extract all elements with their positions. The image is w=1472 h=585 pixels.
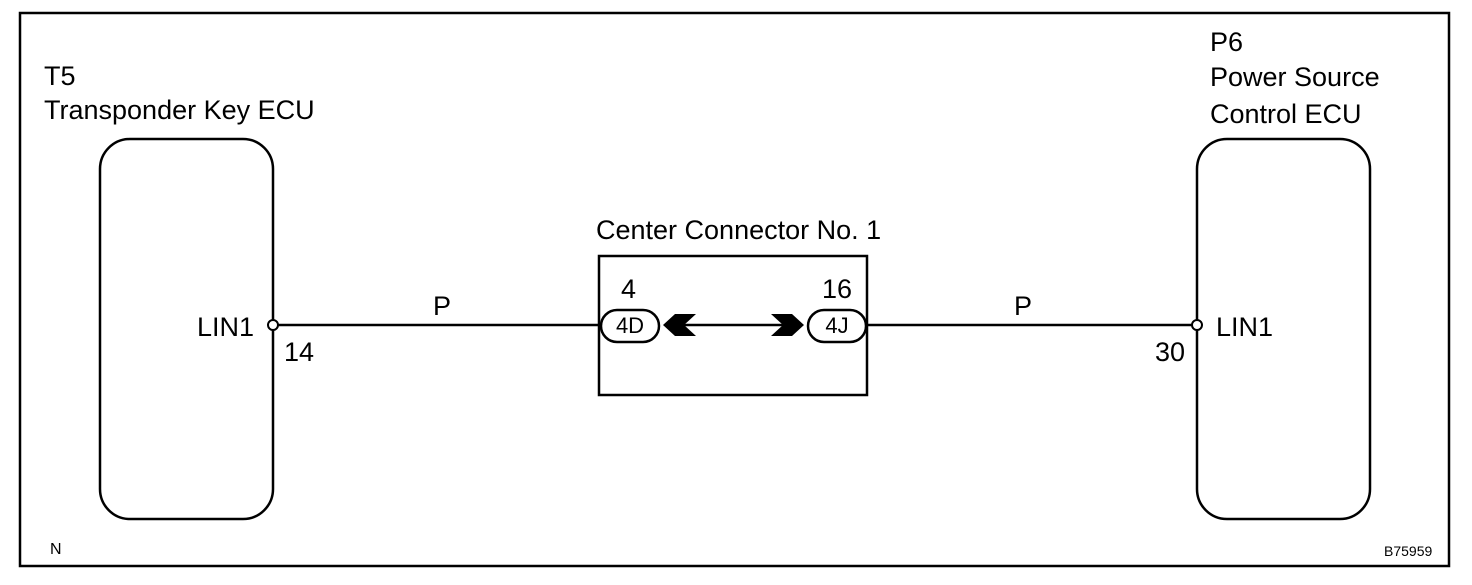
junction-4j-label: 4J (825, 313, 849, 338)
connector-title: Center Connector No. 1 (596, 215, 882, 245)
connector-right-pin: 16 (822, 274, 853, 304)
junction-4d-label: 4D (615, 313, 645, 338)
wire-right-color: P (1014, 291, 1033, 321)
diagram-frame (18, 11, 1451, 568)
wire-left-color: P (433, 291, 452, 321)
right-pin-number: 30 (1155, 337, 1186, 367)
right-ecu-code: P6 (1210, 27, 1244, 57)
right-ecu-name-line2: Control ECU (1210, 99, 1362, 129)
connector-left-pin: 4 (621, 274, 637, 304)
right-terminal-name: LIN1 (1216, 312, 1274, 342)
left-connector-arrow-icon (663, 314, 696, 336)
right-ecu-name-line1: Power Source (1210, 62, 1380, 92)
figure-id: B75959 (1384, 543, 1433, 559)
right-terminal-icon (1191, 319, 1203, 331)
left-terminal-name: LIN1 (197, 312, 255, 342)
footer-left-mark: N (50, 541, 62, 558)
left-ecu-name: Transponder Key ECU (44, 95, 315, 125)
left-ecu-code: T5 (44, 61, 76, 91)
left-terminal-icon (267, 319, 279, 331)
junction-4d-outline (599, 308, 661, 344)
junction-4j-outline (806, 308, 868, 344)
right-connector-arrow-icon (771, 314, 804, 336)
left-pin-number: 14 (284, 337, 315, 367)
